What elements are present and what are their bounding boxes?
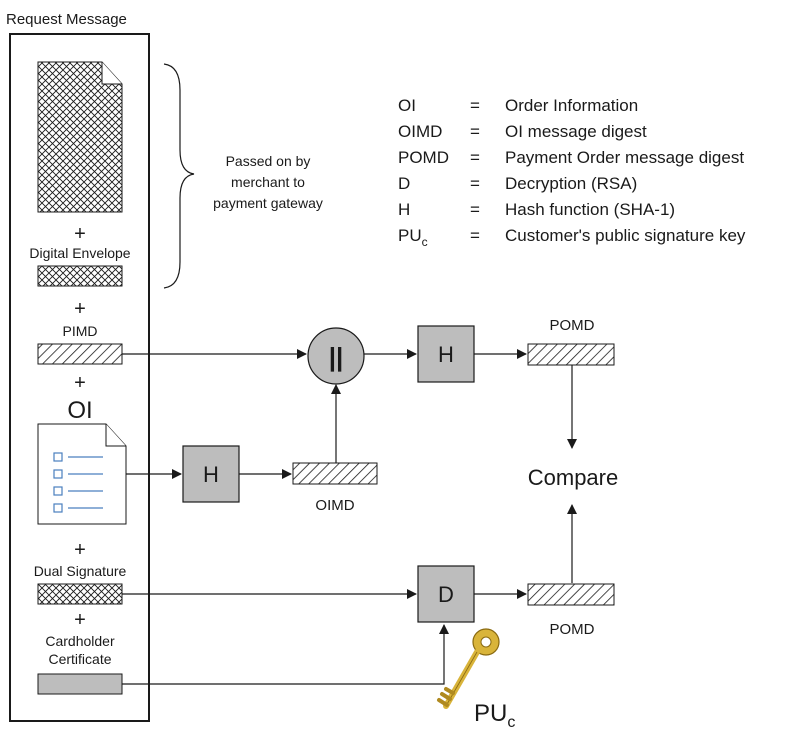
brace-note-line2: merchant to [231, 174, 305, 190]
legend-row: PUc = Customer's public signature key [398, 226, 746, 249]
public-key-icon [437, 628, 500, 709]
plus-sign: + [74, 298, 86, 320]
plus-sign: + [74, 223, 86, 245]
plus-sign: + [74, 609, 86, 631]
legend-abbr: H [398, 200, 410, 219]
legend-abbr-main: PU [398, 226, 422, 245]
request-message-box [9, 33, 150, 722]
encrypted-payment-document-icon [37, 61, 123, 213]
cardholder-certificate-label-line2: Certificate [48, 651, 111, 667]
legend-meaning: Payment Order message digest [505, 148, 744, 167]
legend-meaning: Decryption (RSA) [505, 174, 637, 193]
pimd-bar [37, 343, 123, 365]
dual-signature-label: Dual Signature [34, 563, 127, 579]
legend-abbr: OI [398, 96, 416, 115]
legend-meaning: OI message digest [505, 122, 647, 141]
concatenation-symbol: || [329, 342, 344, 372]
legend-abbr: OIMD [398, 122, 442, 141]
pomd-top-label: POMD [550, 317, 595, 334]
legend-equals: = [470, 96, 480, 115]
arrow-certificate-to-decrypt [122, 624, 449, 685]
legend-row: OIMD = OI message digest [398, 122, 647, 141]
legend-meaning: Customer's public signature key [505, 226, 746, 245]
hash-box-oi [182, 445, 240, 503]
digital-envelope-label: Digital Envelope [29, 245, 130, 261]
brace-note-line3: payment gateway [213, 195, 323, 211]
order-information-document-icon [37, 423, 127, 525]
request-message-title: Request Message [6, 11, 127, 28]
curly-brace [163, 63, 195, 289]
plus-sign: + [74, 539, 86, 561]
legend-abbr-subscript: c [422, 235, 428, 249]
dual-signature-bar [37, 583, 123, 605]
pomd-bottom-bar [527, 583, 615, 606]
hash-box-top-label: H [438, 342, 454, 367]
hash-box-top [417, 325, 475, 383]
legend-row: H = Hash function (SHA-1) [398, 200, 675, 219]
legend-equals: = [470, 122, 480, 141]
legend-equals: = [470, 226, 480, 245]
decrypt-box [417, 565, 475, 623]
legend-meaning: Hash function (SHA-1) [505, 200, 675, 219]
flow-arrows [122, 349, 577, 685]
legend-meaning: Order Information [505, 96, 638, 115]
legend-abbr: POMD [398, 148, 449, 167]
oi-label: OI [67, 397, 92, 424]
oimd-label: OIMD [315, 497, 354, 514]
digital-envelope-bar [37, 265, 123, 287]
legend-equals: = [470, 148, 480, 167]
pomd-top-bar [527, 343, 615, 366]
legend-row: D = Decryption (RSA) [398, 174, 637, 193]
key-label-subscript: c [507, 714, 515, 731]
hash-box-oi-label: H [203, 462, 219, 487]
compare-label: Compare [528, 465, 618, 490]
plus-sign: + [74, 372, 86, 394]
cardholder-certificate-label-line1: Cardholder [45, 633, 115, 649]
decrypt-box-label: D [438, 582, 454, 607]
page-fold-icon [101, 62, 122, 85]
brace-note-line1: Passed on by [226, 153, 311, 169]
cardholder-certificate-bar [37, 673, 123, 695]
key-label: PUc [474, 700, 515, 731]
legend-row: POMD = Payment Order message digest [398, 148, 744, 167]
legend-equals: = [470, 174, 480, 193]
legend-equals: = [470, 200, 480, 219]
oimd-bar [292, 462, 378, 485]
legend-row: OI = Order Information [398, 96, 638, 115]
legend: OI = Order Information OIMD = OI message… [398, 96, 746, 249]
legend-abbr: PUc [398, 226, 428, 249]
concatenation-node [307, 327, 365, 385]
key-label-main: PU [474, 700, 507, 727]
pomd-bottom-label: POMD [550, 621, 595, 638]
pimd-label: PIMD [63, 323, 98, 339]
legend-abbr: D [398, 174, 410, 193]
